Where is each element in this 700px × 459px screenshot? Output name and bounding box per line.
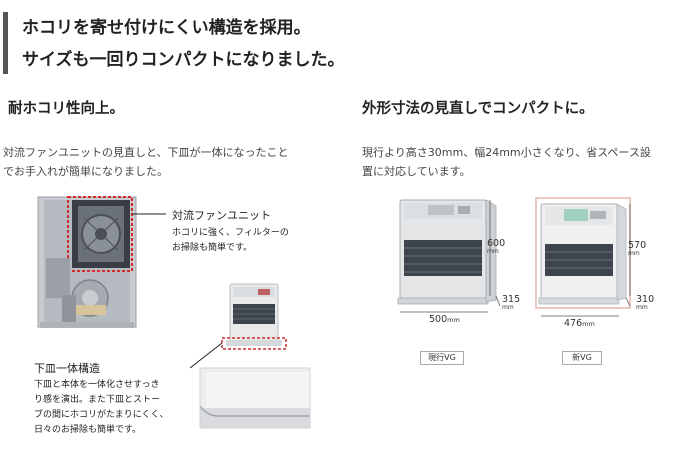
new-vg-heater-illustration <box>535 197 631 309</box>
left-section-title: 耐ホコリ性向上。 <box>8 101 124 117</box>
left-section-desc-line-1: 対流ファンユニットの見直しと、下皿が一体になったこと <box>3 146 289 159</box>
fan-unit-note-line-1: ホコリに強く、フィルターの <box>172 228 289 238</box>
new-depth-unit: mm <box>636 304 648 311</box>
current-depth-unit: mm <box>502 304 514 311</box>
new-width-value: 476 <box>564 318 583 329</box>
page-header: ホコリを寄せ付けにくい構造を採用。 サイズも一回りコンパクトになりました。 <box>0 0 700 80</box>
left-section-desc-line-2: でお手入れが簡単になりました。 <box>3 165 168 178</box>
new-vg-tag: 新VG <box>562 351 602 365</box>
small-heater-illustration <box>221 283 287 350</box>
fan-unit-label: 対流ファンユニット <box>172 209 271 222</box>
fan-unit-note-line-2: お掃除も簡単です。 <box>172 243 253 253</box>
current-width-unit: mm <box>447 316 460 324</box>
header-line-2: サイズも一回りコンパクトになりました。 <box>22 50 345 70</box>
header-accent-bar <box>3 12 8 74</box>
tray-zoom-illustration <box>199 367 311 429</box>
current-depth-dim: 315 mm <box>502 294 521 312</box>
current-depth-line <box>495 295 501 307</box>
current-height-unit: mm <box>487 248 499 255</box>
heater-interior-illustration <box>37 196 137 328</box>
current-vg-heater-illustration <box>397 199 497 305</box>
new-height-value: 570 <box>628 240 647 251</box>
tray-callout-line <box>189 342 223 369</box>
current-height-dim: 600 mm <box>487 238 506 256</box>
tray-note-line-2: り感を演出。また下皿とストー <box>34 395 161 405</box>
tray-note-line-3: ブの間にホコリがたまりにくく、 <box>34 410 169 420</box>
tray-note-line-4: 日々のお掃除も簡単です。 <box>34 425 142 435</box>
header-line-1: ホコリを寄せ付けにくい構造を採用。 <box>22 18 311 38</box>
right-section-desc-line-2: 置に対応しています。 <box>362 165 471 178</box>
new-width-dim: 476mm <box>564 318 595 329</box>
current-height-value: 600 <box>487 238 506 249</box>
new-depth-line <box>625 297 631 307</box>
current-width-dim: 500mm <box>429 314 460 325</box>
new-height-dim: 570 mm <box>628 240 647 258</box>
tray-structure-label: 下皿一体構造 <box>34 362 100 375</box>
right-section-title: 外形寸法の見直しでコンパクトに。 <box>362 101 594 117</box>
new-height-unit: mm <box>628 250 640 257</box>
right-section-desc-line-1: 現行より高さ30mm、幅24mm小さくなり、省スペース設 <box>362 146 651 159</box>
current-depth-value: 315 <box>502 294 521 305</box>
new-depth-dim: 310 mm <box>636 294 655 312</box>
tray-note-line-1: 下皿と本体を一体化させすっき <box>34 380 160 390</box>
new-width-unit: mm <box>582 320 595 328</box>
current-vg-tag: 現行VG <box>420 351 464 365</box>
new-depth-value: 310 <box>636 294 655 305</box>
current-width-value: 500 <box>429 314 448 325</box>
